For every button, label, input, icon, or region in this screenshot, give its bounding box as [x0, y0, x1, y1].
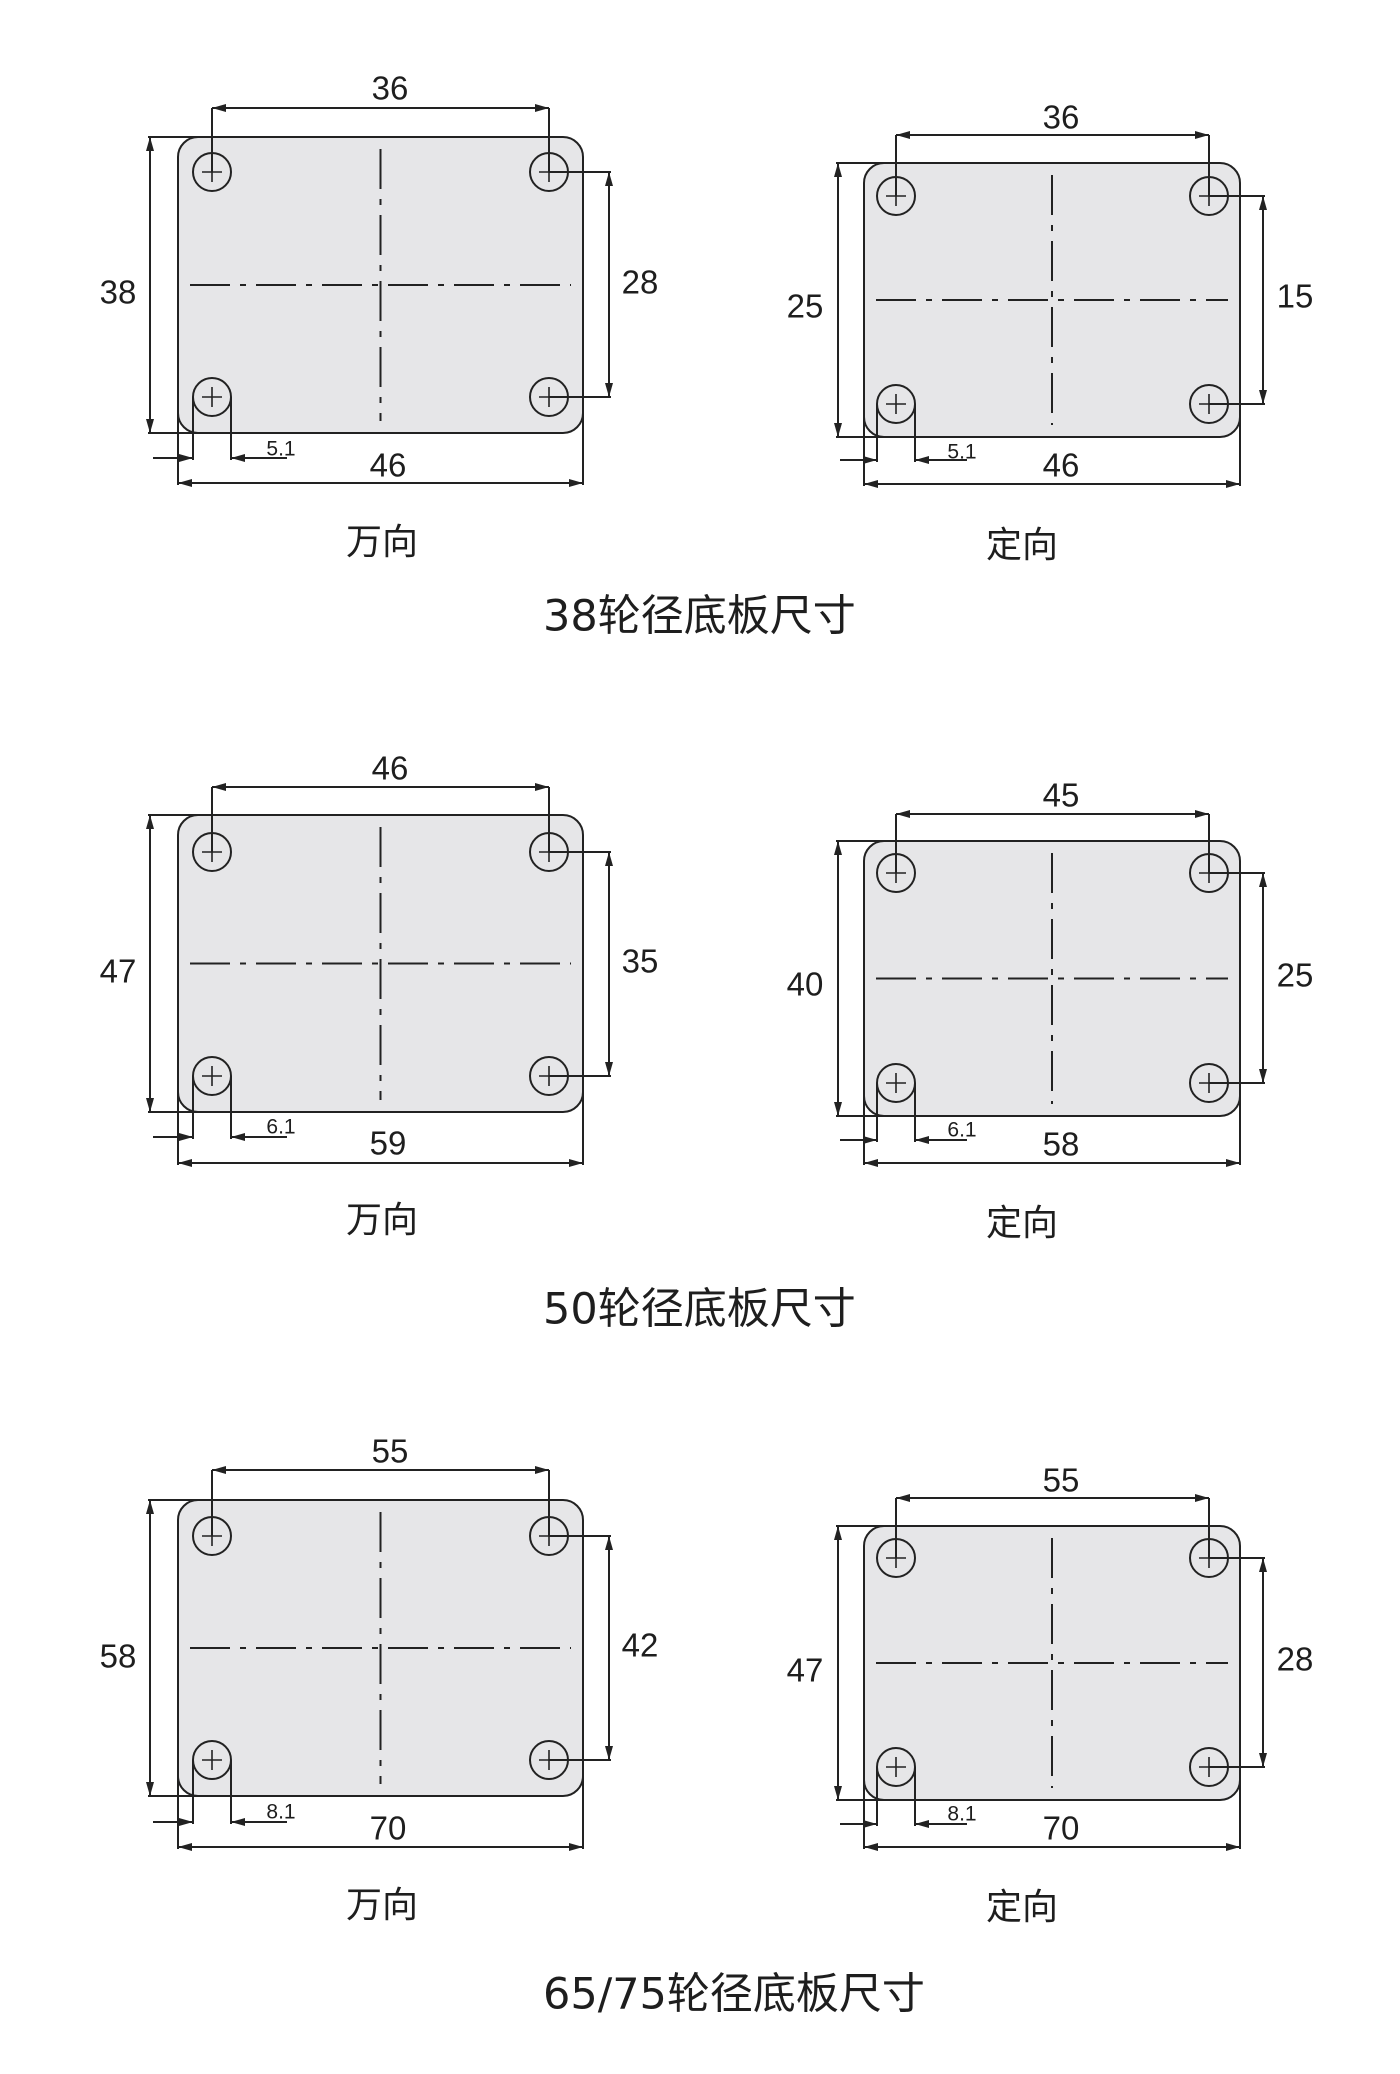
dim-hole-spacing-y: 28 [621, 263, 659, 301]
plate-6575-swivel [146, 1466, 613, 1851]
plate-50-rigid [834, 810, 1267, 1167]
dim-hole-spacing-y: 42 [621, 1626, 659, 1664]
base-plate [863, 1525, 1241, 1801]
dim-slot-width: 8.1 [947, 1802, 977, 1826]
caption-swivel: 万向 [345, 1885, 419, 1926]
section-title-65-75: 65/75轮径底板尺寸 [543, 1969, 925, 2020]
caption-swivel: 万向 [345, 522, 419, 563]
dim-plate-height: 47 [99, 952, 137, 990]
plate-50-swivel [146, 783, 613, 1167]
dim-hole-spacing-x: 55 [371, 1432, 409, 1470]
dim-slot-width: 5.1 [266, 437, 296, 461]
dim-plate-width: 58 [1042, 1125, 1080, 1163]
dim-hole-spacing-x: 36 [1042, 98, 1080, 136]
dim-hole-spacing-y: 28 [1276, 1640, 1314, 1678]
plate-38-rigid [834, 131, 1267, 488]
base-plate [863, 840, 1241, 1117]
caption-rigid: 定向 [985, 1203, 1059, 1244]
dim-hole-spacing-y: 15 [1276, 277, 1314, 315]
caption-rigid: 定向 [985, 1887, 1059, 1928]
dim-plate-height: 40 [786, 965, 824, 1003]
section-title-38: 38轮径底板尺寸 [543, 591, 856, 642]
caption-rigid: 定向 [985, 525, 1059, 566]
dim-hole-spacing-x: 36 [371, 69, 409, 107]
dim-plate-height: 58 [99, 1637, 137, 1675]
base-plate [863, 162, 1241, 438]
dim-plate-width: 46 [369, 446, 407, 484]
dim-hole-spacing-x: 45 [1042, 776, 1080, 814]
dim-slot-width: 6.1 [266, 1115, 296, 1139]
dim-slot-width: 6.1 [947, 1118, 977, 1142]
dim-plate-height: 47 [786, 1651, 824, 1689]
plate-6575-rigid [834, 1494, 1267, 1851]
dim-plate-width: 70 [369, 1809, 407, 1847]
dim-slot-width: 5.1 [947, 440, 977, 464]
dim-hole-spacing-x: 46 [371, 749, 409, 787]
dim-hole-spacing-y: 35 [621, 942, 659, 980]
plate-38-swivel [146, 104, 613, 487]
dim-hole-spacing-x: 55 [1042, 1461, 1080, 1499]
dim-plate-width: 46 [1042, 446, 1080, 484]
dim-plate-width: 59 [369, 1124, 407, 1162]
dim-hole-spacing-y: 25 [1276, 956, 1314, 994]
dim-plate-height: 25 [786, 287, 824, 325]
dim-slot-width: 8.1 [266, 1800, 296, 1824]
dim-plate-width: 70 [1042, 1809, 1080, 1847]
section-title-50: 50轮径底板尺寸 [543, 1284, 856, 1335]
caption-swivel: 万向 [345, 1200, 419, 1241]
dim-plate-height: 38 [99, 273, 137, 311]
